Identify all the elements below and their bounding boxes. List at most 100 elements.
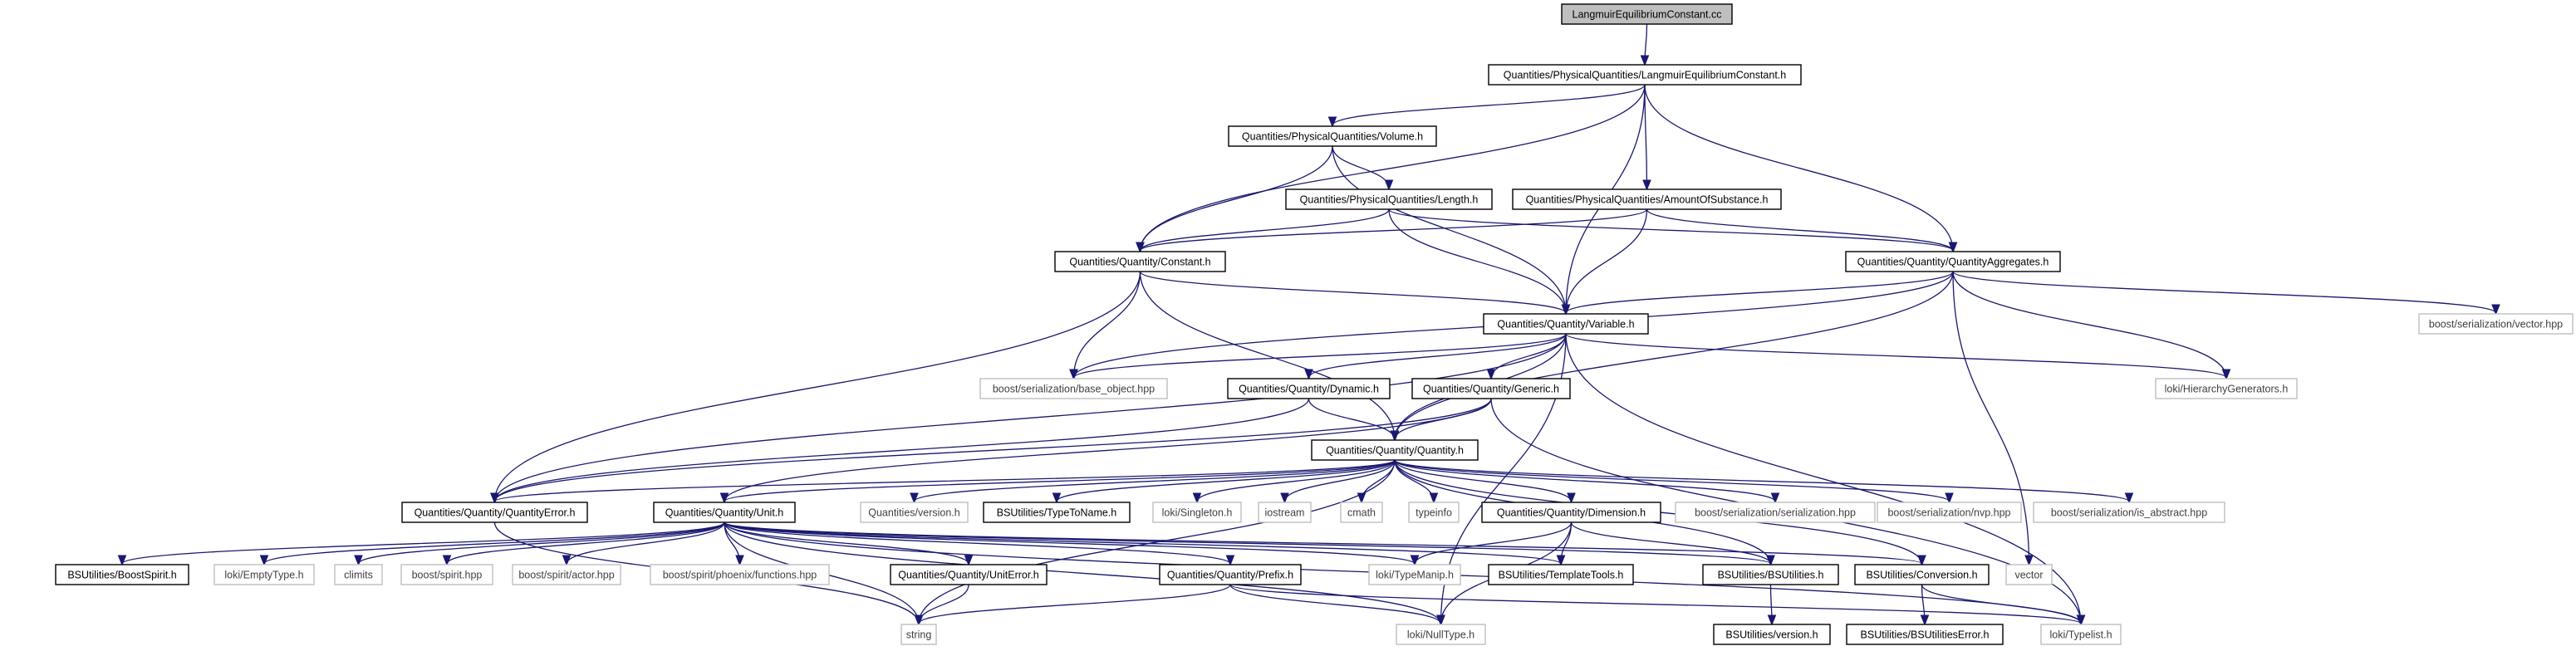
node-length-h[interactable]: Quantities/PhysicalQuantities/Length.h [1285,188,1493,210]
edge-quantity_h-to-string [919,459,1396,624]
node-conversion-h[interactable]: BSUtilities/Conversion.h [1854,564,1990,585]
node-label: boost/serialization/vector.hpp [2429,318,2563,330]
node-box [653,502,796,523]
node-label: BSUtilities/TemplateTools.h [1499,569,1624,580]
node-aos-h[interactable]: Quantities/PhysicalQuantities/AmountOfSu… [1512,188,1782,210]
node-volume-h[interactable]: Quantities/PhysicalQuantities/Volume.h [1228,125,1437,147]
edge-quantity_h-to-is_abstract [1394,459,2129,502]
node-box [1512,188,1782,210]
node-box [650,564,830,585]
node-generic-h[interactable]: Quantities/Quantity/Generic.h [1411,378,1571,399]
node-box [1368,564,1461,585]
node-typelist: loki/Typelist.h [2040,624,2122,645]
node-label: Quantities/Quantity/UnitError.h [898,569,1039,580]
node-box [1481,502,1661,523]
node-box [1675,502,1876,523]
node-string: string [900,624,937,645]
node-label: boost/serialization/base_object.hpp [993,383,1155,394]
edge-quantity_h-to-singleton [1197,459,1396,502]
edge-constant_h-to-qerror_h [495,271,1141,502]
edge-aos_h-to-variable_h [1566,208,1648,313]
edge-unit_h-to-actor_hpp [567,521,725,564]
node-box [1159,564,1302,585]
node-box [1258,502,1312,523]
node-box [979,378,1168,399]
node-box [1054,251,1226,272]
node-label: loki/EmptyType.h [224,569,303,580]
node-bserror-h[interactable]: BSUtilities/BSUtilitiesError.h [1846,624,2004,645]
edge-unit_h-to-climits [359,521,725,564]
node-label: Quantities/Quantity/Unit.h [665,507,783,518]
edge-unit_h-to-nulltype [724,521,1441,624]
node-quantity-h[interactable]: Quantities/Quantity/Quantity.h [1311,439,1479,461]
node-version-h: Quantities/version.h [860,502,969,523]
node-label: Quantities/PhysicalQuantities/LangmuirEq… [1504,69,1786,81]
node-label: loki/NullType.h [1407,629,1474,640]
node-box [334,564,383,585]
edge-aggregates_h-to-variable_h [1566,271,1954,313]
node-base-object: boost/serialization/base_object.hpp [979,378,1168,399]
edge-quantity_h-to-dimension_h [1394,459,1572,502]
node-templatetools-h[interactable]: BSUtilities/TemplateTools.h [1488,564,1634,585]
node-cmath: cmath [1340,502,1383,523]
node-label: Quantities/Quantity/QuantityAggregates.h [1857,256,2049,267]
node-box [512,564,621,585]
node-qerror-h[interactable]: Quantities/Quantity/QuantityError.h [401,502,588,523]
node-label: Quantities/Quantity/Variable.h [1497,318,1634,330]
node-label: climits [344,569,373,580]
node-unit-h[interactable]: Quantities/Quantity/Unit.h [653,502,796,523]
node-box [2033,502,2225,523]
node-prefix-h[interactable]: Quantities/Quantity/Prefix.h [1159,564,1302,585]
edge-length_h-to-variable_h [1388,208,1566,313]
node-label: Quantities/PhysicalQuantities/AmountOfSu… [1526,193,1769,205]
node-label: loki/TypeManip.h [1376,569,1454,580]
node-label: Quantities/version.h [868,507,960,518]
node-label: BSUtilities/TypeToName.h [997,507,1117,518]
edge-uniterror_h-to-string [919,584,969,624]
node-boostspirit-h[interactable]: BSUtilities/BoostSpirit.h [55,564,189,585]
edge-length_h-to-constant_h [1141,208,1390,251]
node-bsutilities-h[interactable]: BSUtilities/BSUtilities.h [1702,564,1839,585]
node-root: LangmuirEquilibriumConstant.cc [1561,3,1733,25]
node-dimension-h[interactable]: Quantities/Quantity/Dimension.h [1481,502,1661,523]
node-box [213,564,315,585]
node-typemanip: loki/TypeManip.h [1368,564,1461,585]
edge-quantity_h-to-nvp_hpp [1394,459,1950,502]
node-bsversion-h[interactable]: BSUtilities/version.h [1713,624,1831,645]
node-box [1408,502,1460,523]
edge-dynamic_h-to-quantity_h [1308,398,1396,439]
node-label: Quantities/PhysicalQuantities/Volume.h [1242,130,1423,142]
node-iostream: iostream [1258,502,1312,523]
node-label: Quantities/Quantity/Dimension.h [1497,507,1646,518]
edge-unit_h-to-boostspirit_h [122,521,725,564]
node-label: Quantities/PhysicalQuantities/Length.h [1300,193,1479,205]
edge-unit_h-to-templatetools_h [724,521,1561,564]
node-box [860,502,969,523]
node-label: BSUtilities/BSUtilitiesError.h [1861,629,1990,640]
node-variable-h[interactable]: Quantities/Quantity/Variable.h [1483,313,1649,335]
edge-volume_h-to-variable_h [1332,145,1566,313]
node-box [1227,378,1391,399]
node-label: Quantities/Quantity/Prefix.h [1167,569,1293,580]
node-box [1877,502,2022,523]
node-dynamic-h[interactable]: Quantities/Quantity/Dynamic.h [1227,378,1391,399]
node-box [55,564,189,585]
node-constant-h[interactable]: Quantities/Quantity/Constant.h [1054,251,1226,272]
node-lec-h[interactable]: Quantities/PhysicalQuantities/LangmuirEq… [1488,64,1802,86]
node-label: Quantities/Quantity/QuantityError.h [415,507,576,518]
node-box [1396,624,1486,645]
node-uniterror-h[interactable]: Quantities/Quantity/UnitError.h [890,564,1048,585]
node-phoenix-fn: boost/spirit/phoenix/functions.hpp [650,564,830,585]
node-aggregates-h[interactable]: Quantities/Quantity/QuantityAggregates.h [1845,251,2061,272]
node-box [1483,313,1649,335]
node-typetoname-h[interactable]: BSUtilities/TypeToName.h [983,502,1131,523]
edge-volume_h-to-constant_h [1141,145,1333,251]
edge-quantity_h-to-qerror_h [495,459,1396,502]
node-box [890,564,1048,585]
node-layer: LangmuirEquilibriumConstant.ccQuantities… [55,3,2574,645]
edge-bsutilities_h-to-bsversion_h [1771,584,1773,624]
node-box [1488,64,1802,86]
edge-root-to-lec_h [1645,23,1647,64]
node-box [1845,251,2061,272]
node-vector: vector [2005,564,2053,585]
